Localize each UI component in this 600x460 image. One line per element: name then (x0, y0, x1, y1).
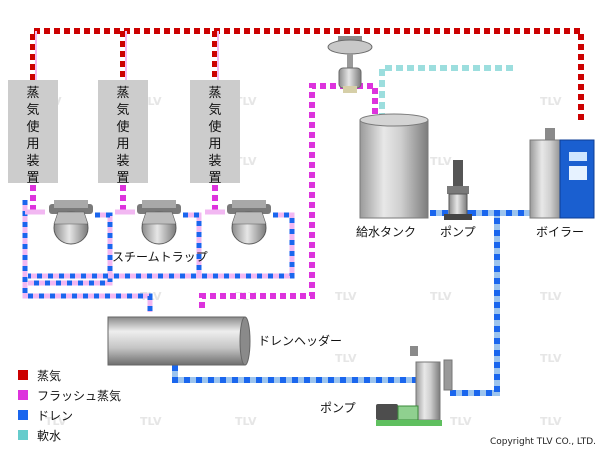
steam-unit-label: 蒸気使用装置 (26, 86, 39, 186)
control-valve (327, 36, 373, 93)
steam-unit-label: 蒸気使用装置 (116, 86, 129, 186)
drain-header-label: ドレンヘッダー (258, 333, 342, 348)
steam-unit-3: 蒸気使用装置 (190, 80, 240, 186)
svg-text:TLV: TLV (540, 95, 562, 108)
svg-text:TLV: TLV (540, 415, 562, 428)
svg-text:TLV: TLV (540, 290, 562, 303)
feed-water-tank (359, 113, 429, 219)
svg-text:TLV: TLV (335, 352, 357, 365)
copyright: Copyright TLV CO., LTD. (490, 437, 596, 447)
legend-swatch (18, 410, 28, 420)
pump-label: ポンプ (440, 225, 476, 239)
recovery-pump-unit (376, 346, 453, 426)
svg-text:TLV: TLV (140, 415, 162, 428)
steam-trap-3 (227, 200, 271, 245)
steam-unit-2: 蒸気使用装置 (98, 80, 148, 186)
legend-label: フラッシュ蒸気 (37, 388, 121, 403)
svg-text:TLV: TLV (430, 290, 452, 303)
svg-text:TLV: TLV (335, 290, 357, 303)
recovery-pump-label: ポンプ (320, 401, 356, 415)
legend-swatch (18, 430, 28, 440)
legend-label: ドレン (37, 409, 73, 423)
condensate-collection-pipe (22, 200, 295, 312)
feed-tank-label: 給水タンク (356, 225, 416, 239)
svg-text:TLV: TLV (45, 415, 67, 428)
legend-swatch (18, 390, 28, 400)
svg-text:TLV: TLV (450, 415, 472, 428)
svg-text:TLV: TLV (540, 352, 562, 365)
legend-label: 軟水 (37, 428, 61, 443)
svg-text:TLV: TLV (430, 155, 452, 168)
drain-header (107, 316, 251, 366)
drain-pipe (172, 210, 536, 396)
steam-unit-label: 蒸気使用装置 (208, 86, 221, 186)
legend-swatch (18, 370, 28, 380)
steam-trap-2 (137, 200, 181, 245)
steam-unit-1: 蒸気使用装置 (8, 80, 58, 186)
legend-label: 蒸気 (37, 368, 61, 383)
svg-text:TLV: TLV (235, 415, 257, 428)
steam-trap-label: スチームトラップ (112, 250, 208, 264)
steam-branch-pink (35, 31, 219, 80)
soft-water-pipe (379, 65, 514, 120)
steam-trap-1 (49, 200, 93, 245)
svg-text:TLV: TLV (235, 95, 257, 108)
svg-text:TLV: TLV (235, 155, 257, 168)
boiler (529, 128, 595, 219)
boiler-label: ボイラー (536, 225, 584, 239)
feed-pump (444, 160, 472, 220)
flash-steam-pipe (30, 83, 378, 308)
steam-pipe (30, 28, 584, 120)
